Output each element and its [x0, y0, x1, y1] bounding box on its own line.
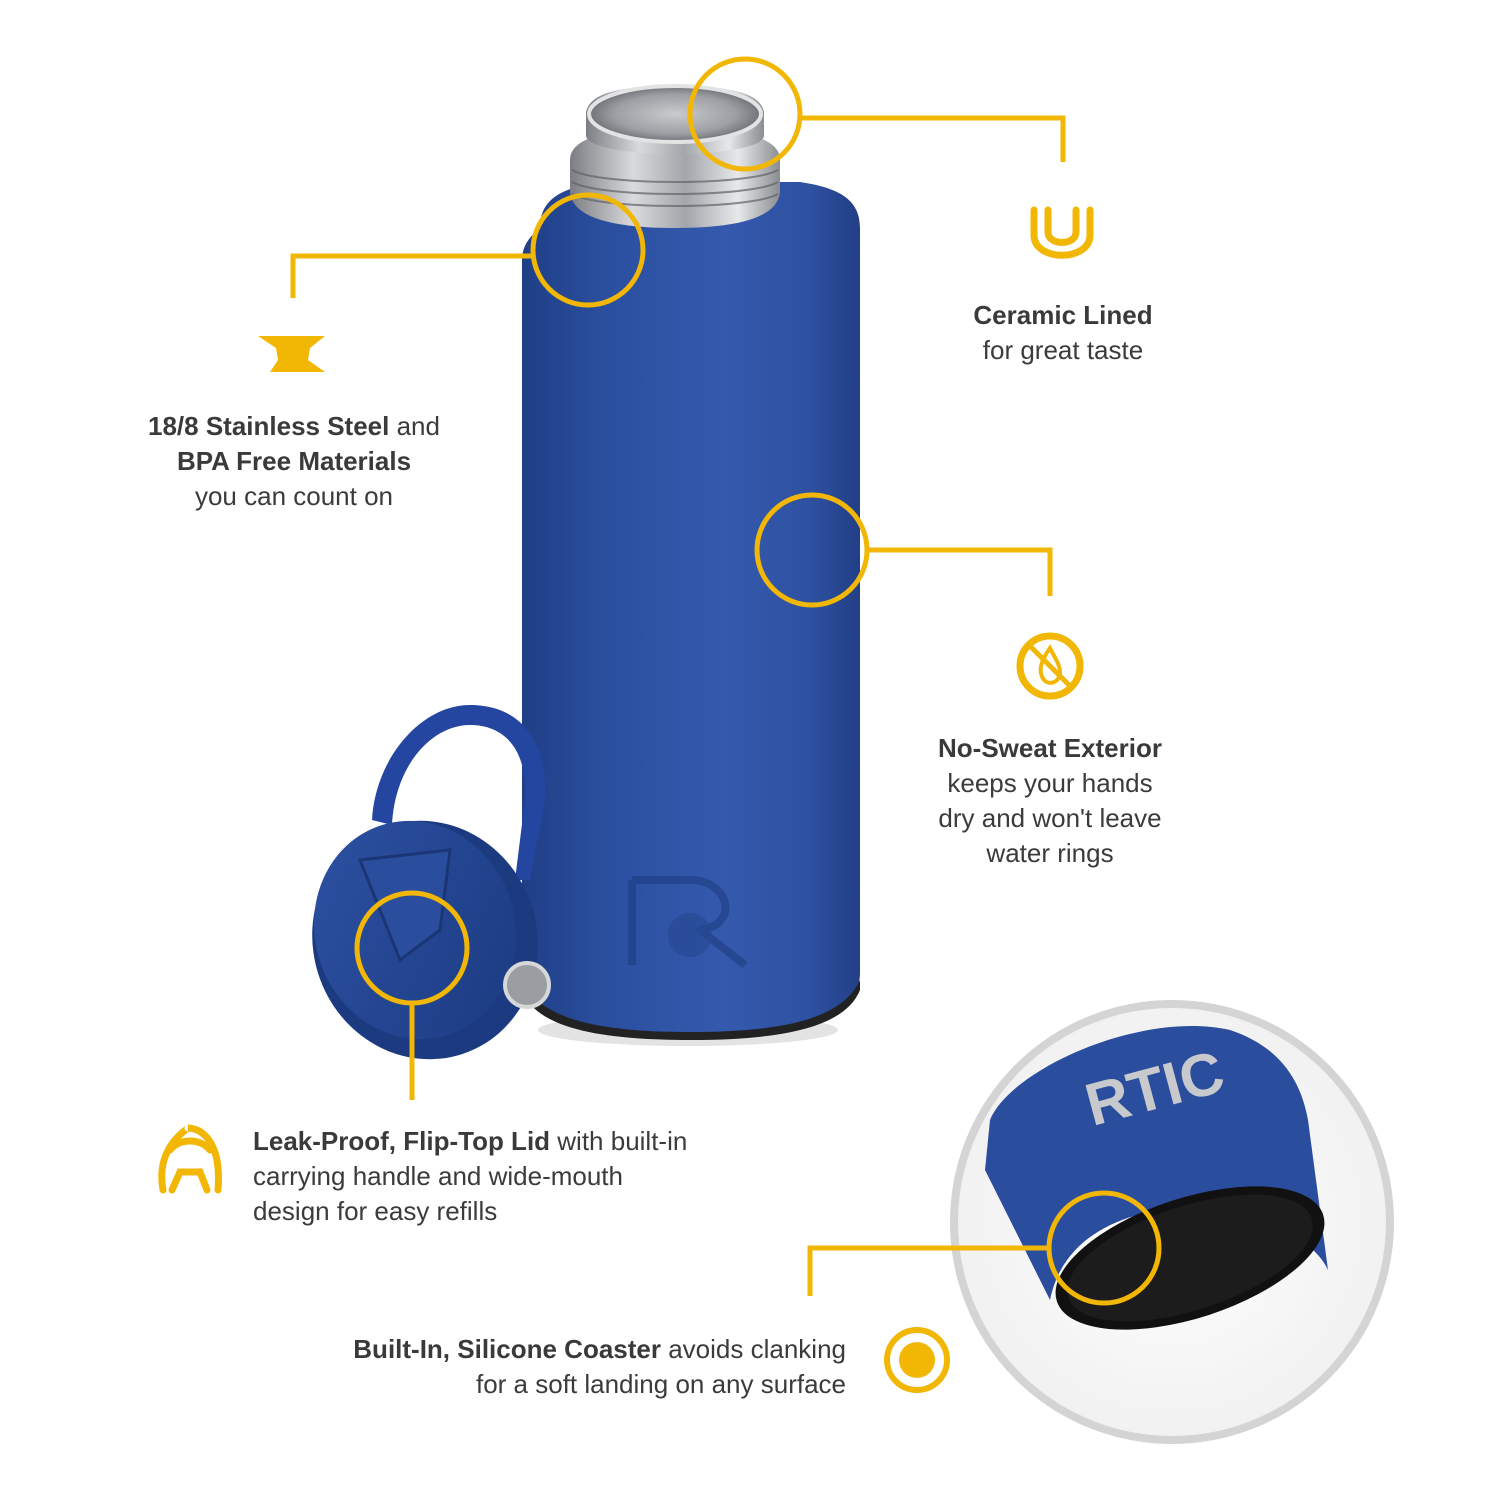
lid-body-3: design for easy refills	[253, 1196, 498, 1226]
sweat-leader-line	[867, 547, 1053, 596]
lid-body-2: carrying handle and wide-mouth	[253, 1161, 623, 1191]
steel-leader-line	[290, 253, 533, 298]
lid-handle	[372, 705, 546, 880]
coaster-body-2: for a soft landing on any surface	[475, 1369, 846, 1399]
steel-callout-ring	[530, 192, 646, 308]
feature-coaster: Built-In, Silicone Coaster avoids clanki…	[250, 1332, 846, 1402]
coaster-body-1: avoids clanking	[661, 1334, 846, 1364]
steel-and: and	[389, 411, 440, 441]
coaster-bottle-side	[985, 1026, 1328, 1300]
bottle-mouth	[587, 84, 763, 144]
lid-icon	[158, 1124, 222, 1194]
lid	[312, 705, 551, 1060]
ceramic-callout-ring	[687, 56, 803, 172]
sweat-title: No-Sweat Exterior	[938, 733, 1162, 763]
steel-title-1: 18/8 Stainless Steel	[148, 411, 390, 441]
feature-sweat: No-Sweat Exterior keeps your hands dry a…	[900, 731, 1200, 871]
lid-title: Leak-Proof, Flip-Top Lid	[253, 1126, 551, 1156]
bottle-body	[522, 182, 860, 1034]
bottle	[522, 84, 860, 1046]
steel-title-2: BPA Free Materials	[176, 446, 412, 476]
ceramic-body: for great taste	[982, 335, 1144, 365]
sweat-body-2: dry and won't leave	[938, 803, 1162, 833]
bottle-logo-emboss	[628, 876, 748, 969]
ceramic-liner-icon	[1030, 206, 1094, 259]
steel-body: you can count on	[194, 481, 394, 511]
coaster-icon	[884, 1327, 950, 1393]
callouts	[290, 56, 1162, 1306]
coaster-zoom	[950, 1000, 1394, 1444]
ceramic-leader-line	[800, 115, 1066, 162]
sweat-body-1: keeps your hands	[947, 768, 1153, 798]
feature-ceramic: Ceramic Lined for great taste	[932, 298, 1194, 368]
no-sweat-icon	[1016, 632, 1084, 700]
feature-lid: Leak-Proof, Flip-Top Lid with built-in c…	[253, 1124, 773, 1229]
steel-beam-icon	[258, 336, 325, 372]
coaster-title: Built-In, Silicone Coaster	[353, 1334, 661, 1364]
sweat-body-3: water rings	[986, 838, 1114, 868]
ceramic-title: Ceramic Lined	[973, 300, 1153, 330]
neck-threads	[571, 169, 779, 207]
coaster-leader-line	[807, 1245, 1049, 1296]
lid-hinge-pin	[503, 961, 551, 1009]
lid-body-1: with built-in	[550, 1126, 688, 1156]
feature-steel: 18/8 Stainless Steel and BPA Free Materi…	[110, 409, 478, 514]
lid-flap	[357, 848, 452, 963]
